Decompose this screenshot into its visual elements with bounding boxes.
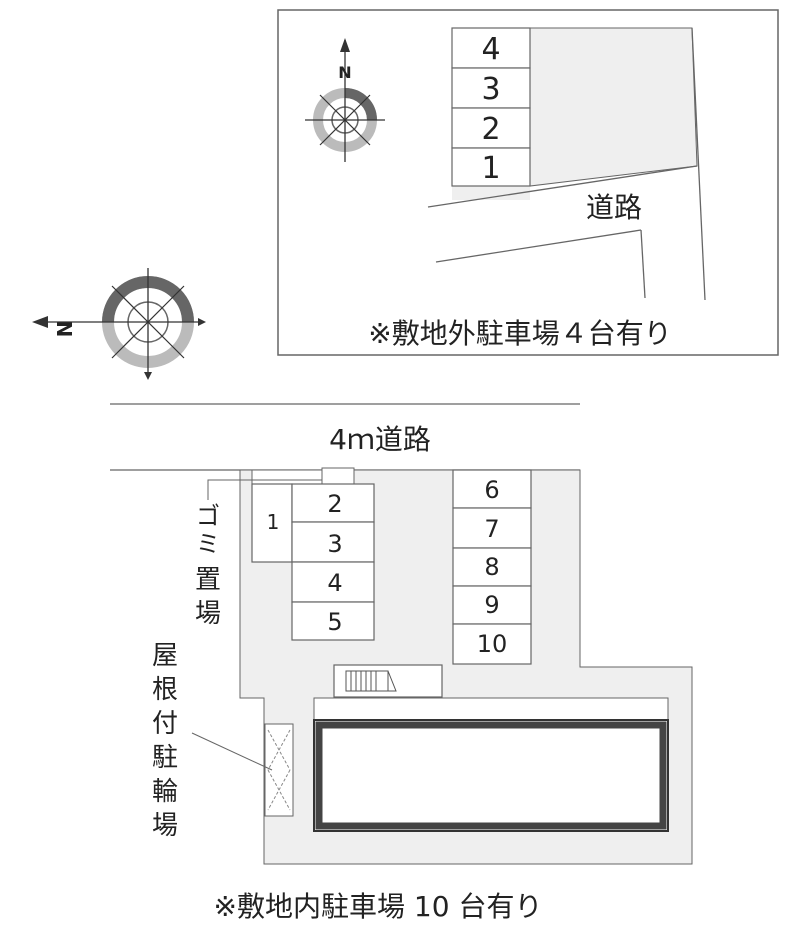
bike-label-char: 屋 [152, 641, 178, 671]
stall-label: 8 [484, 553, 499, 581]
inset-stall-label: 3 [481, 72, 500, 107]
bike-callout-line [191, 732, 273, 771]
compass-rose-icon: N [305, 38, 385, 162]
bike-label-char: 場 [152, 811, 178, 841]
bike-label-char: 駐 [152, 743, 178, 773]
garbage-label-char: 場 [195, 599, 221, 629]
garbage-area-label: ゴ ミ 置 場 [195, 502, 221, 629]
garbage-callout-line [207, 479, 322, 500]
garbage-label-char: 置 [195, 565, 221, 595]
inset-caption: ※敷地外駐車場４台有り [368, 317, 671, 350]
parking-stalls-right: 6 7 8 9 10 [452, 469, 532, 665]
parking-stalls-left: 2 3 4 5 [291, 483, 375, 641]
offsite-parking-inset: 4 3 2 1 道路 ※敷地外駐車場４台有り N [277, 9, 779, 356]
main-site: 4ｍ道路 1 2 3 4 5 6 7 [110, 403, 693, 923]
bike-label-char: 付 [152, 709, 178, 739]
parking-stall [251, 483, 293, 563]
stairs-icon [333, 664, 443, 698]
compass-north-letter: N [53, 321, 77, 338]
building [313, 697, 669, 832]
inset-road-label: 道路 [586, 191, 642, 224]
bike-label-char: 輪 [152, 777, 178, 807]
road-label: 4ｍ道路 [329, 423, 431, 456]
stall-label: 5 [327, 608, 342, 636]
stall-label: 6 [484, 476, 499, 504]
stall-label: 1 [267, 510, 280, 534]
bike-shelter-icon [264, 723, 294, 817]
stall-label: 10 [477, 630, 508, 658]
inset-road [427, 27, 706, 301]
bike-parking-label: 屋 根 付 駐 輪 場 [152, 641, 178, 841]
compass-north-letter: N [338, 63, 351, 82]
stall-label: 7 [484, 515, 499, 543]
inset-parking-stalls: 4 3 2 1 [451, 27, 531, 187]
stall-label: 2 [327, 490, 342, 518]
onsite-caption: ※敷地内駐車場 10 台有り [214, 890, 543, 923]
garbage-label-char: ゴ [196, 502, 220, 530]
inset-stall-label: 2 [481, 112, 500, 147]
inset-stall-label: 1 [481, 151, 500, 186]
inset-stall-label: 4 [481, 32, 500, 67]
stall-label: 4 [327, 569, 342, 597]
stall-label: 3 [327, 530, 342, 558]
bike-label-char: 根 [152, 675, 178, 705]
compass-rose-icon: N [32, 268, 206, 380]
garbage-label-char: ミ [196, 530, 220, 558]
stall-label: 9 [484, 591, 499, 619]
